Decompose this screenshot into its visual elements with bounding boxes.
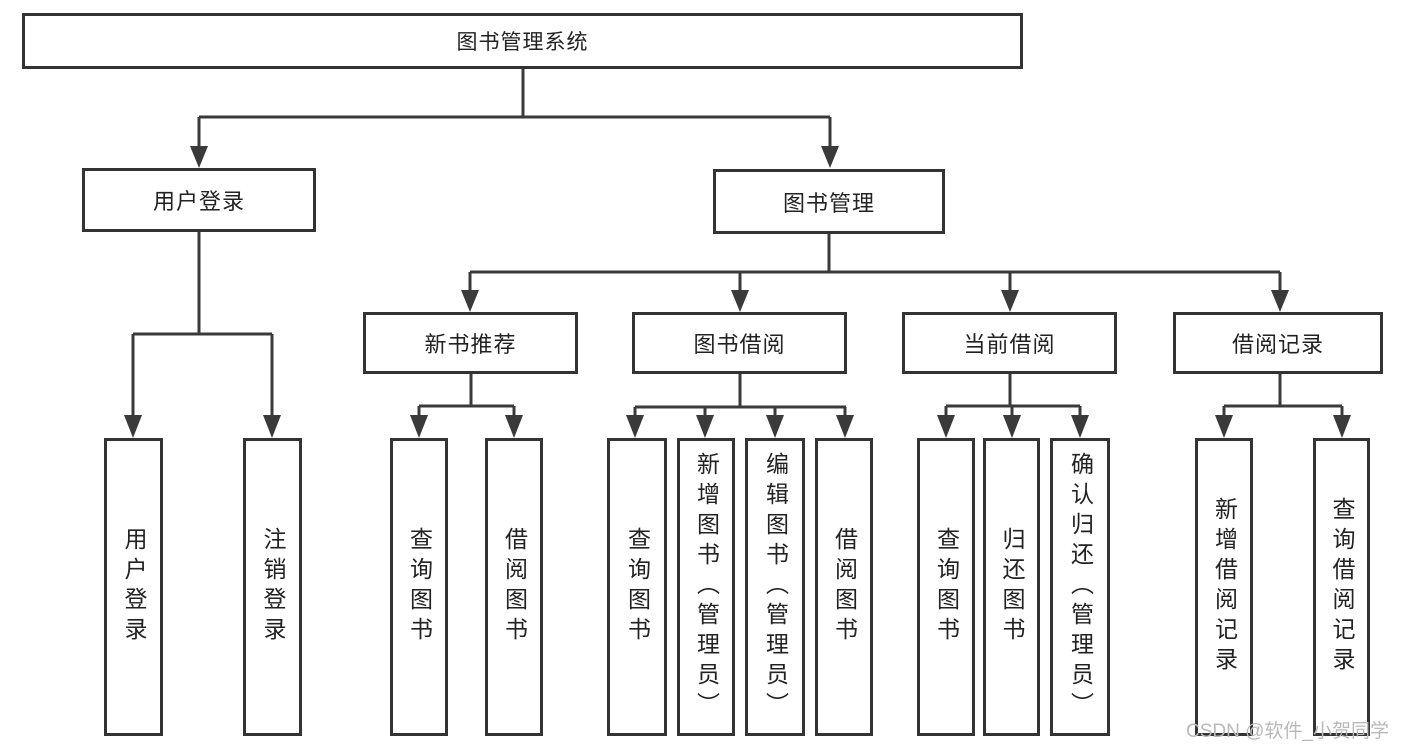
leaf-user-login: 用户登录 [104, 438, 163, 736]
leaf-borrow-books-borrowing-label: 借阅图书 [831, 527, 858, 647]
node-book-management: 图书管理 [713, 169, 945, 234]
csdn-watermark: CSDN @软件_小贺同学 [1186, 721, 1389, 742]
leaf-return-book-label: 归还图书 [999, 527, 1025, 647]
node-book-borrowing: 图书借阅 [632, 312, 847, 374]
leaf-confirm-return-admin: 确认归还（管理员） [1050, 438, 1110, 736]
leaf-logout: 注销登录 [243, 438, 302, 736]
node-library-management-system: 图书管理系统 [22, 13, 1023, 69]
leaf-query-books-current-label: 查询图书 [933, 527, 960, 647]
node-new-book-recommendation: 新书推荐 [363, 312, 578, 374]
leaf-add-borrow-record: 新增借阅记录 [1195, 438, 1253, 736]
leaf-query-borrow-record: 查询借阅记录 [1313, 438, 1370, 736]
leaf-borrow-books-recommend: 借阅图书 [485, 438, 543, 736]
leaf-query-books-borrowing: 查询图书 [607, 438, 667, 736]
leaf-query-borrow-record-label: 查询借阅记录 [1329, 497, 1355, 677]
leaf-add-book-admin: 新增图书（管理员） [677, 438, 735, 736]
leaf-edit-book-admin: 编辑图书（管理员） [745, 438, 805, 736]
leaf-user-login-label: 用户登录 [121, 527, 147, 647]
leaf-add-book-admin-label: 新增图书（管理员） [693, 452, 720, 722]
node-user-login: 用户登录 [82, 168, 316, 232]
leaf-confirm-return-admin-label: 确认归还（管理员） [1067, 452, 1094, 722]
node-borrowing-records: 借阅记录 [1173, 312, 1383, 374]
leaf-add-borrow-record-label: 新增借阅记录 [1211, 497, 1238, 677]
leaf-borrow-books-borrowing: 借阅图书 [815, 438, 873, 736]
leaf-query-books-recommend: 查询图书 [390, 438, 448, 736]
leaf-query-books-recommend-label: 查询图书 [406, 527, 433, 647]
leaf-borrow-books-recommend-label: 借阅图书 [501, 527, 528, 647]
leaf-query-books-current: 查询图书 [917, 438, 975, 736]
leaf-return-book: 归还图书 [983, 438, 1040, 736]
node-current-borrowing: 当前借阅 [902, 312, 1117, 374]
leaf-edit-book-admin-label: 编辑图书（管理员） [762, 452, 789, 722]
leaf-logout-label: 注销登录 [260, 527, 286, 647]
leaf-query-books-borrowing-label: 查询图书 [624, 527, 651, 647]
